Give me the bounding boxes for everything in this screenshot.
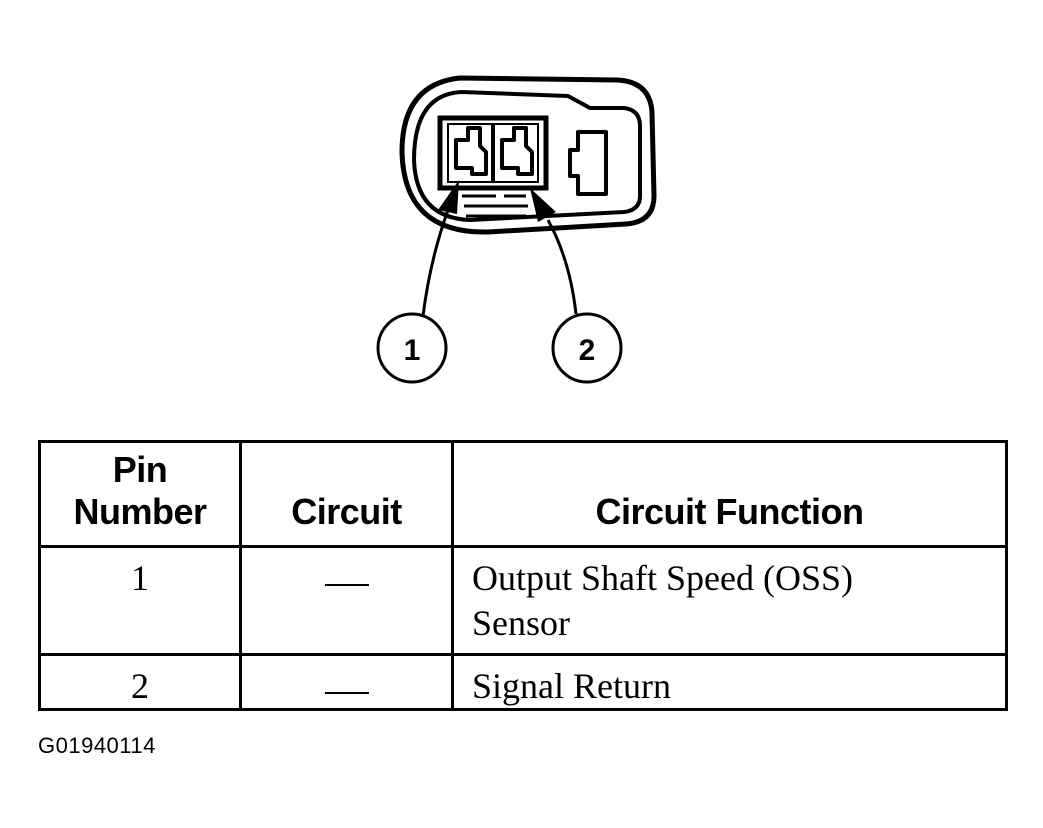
svg-text:2: 2 — [579, 334, 596, 367]
connector-housing — [399, 75, 657, 235]
header-circuit-function: Circuit Function — [451, 440, 1008, 548]
table-row: 2 — Signal Return — [38, 653, 1008, 711]
header-row: Pin Number Circuit Circuit Function — [38, 440, 1008, 548]
callout-2: 2 — [551, 312, 623, 384]
leader-line-1 — [421, 180, 459, 317]
leader-line-2 — [530, 188, 578, 315]
header-circuit: Circuit — [239, 440, 454, 548]
svg-text:1: 1 — [404, 334, 421, 367]
figure-id: G01940114 — [38, 733, 156, 758]
header-pin-number: Pin Number — [38, 440, 242, 548]
connector-diagram: 1 2 — [376, 75, 657, 384]
function-cell: Output Shaft Speed (OSS) Sensor — [451, 545, 1008, 656]
circuit-cell: — — [239, 545, 454, 656]
locking-tab — [568, 130, 608, 196]
pin-cell: 1 — [38, 545, 242, 656]
table-row: 1 — Output Shaft Speed (OSS) Sensor — [38, 545, 1008, 656]
latch-slots — [462, 194, 528, 218]
header-pin-line2: Number — [73, 491, 207, 532]
circuit-dash: — — [324, 691, 369, 694]
function-line1: Output Shaft Speed (OSS) — [472, 558, 853, 598]
pin-cell: 2 — [38, 653, 242, 711]
circuit-cell: — — [239, 653, 454, 711]
function-line2: Sensor — [472, 603, 570, 643]
header-pin-line1: Pin — [112, 449, 168, 490]
function-line1: Signal Return — [472, 666, 671, 706]
terminal-2 — [500, 126, 534, 176]
terminal-cavity — [437, 115, 549, 191]
circuit-dash: — — [324, 583, 369, 586]
function-cell: Signal Return — [451, 653, 1008, 711]
callout-1: 1 — [376, 312, 448, 384]
pin-table: Pin Number Circuit Circuit Function 1 — … — [38, 440, 1008, 711]
terminal-1 — [454, 126, 488, 176]
